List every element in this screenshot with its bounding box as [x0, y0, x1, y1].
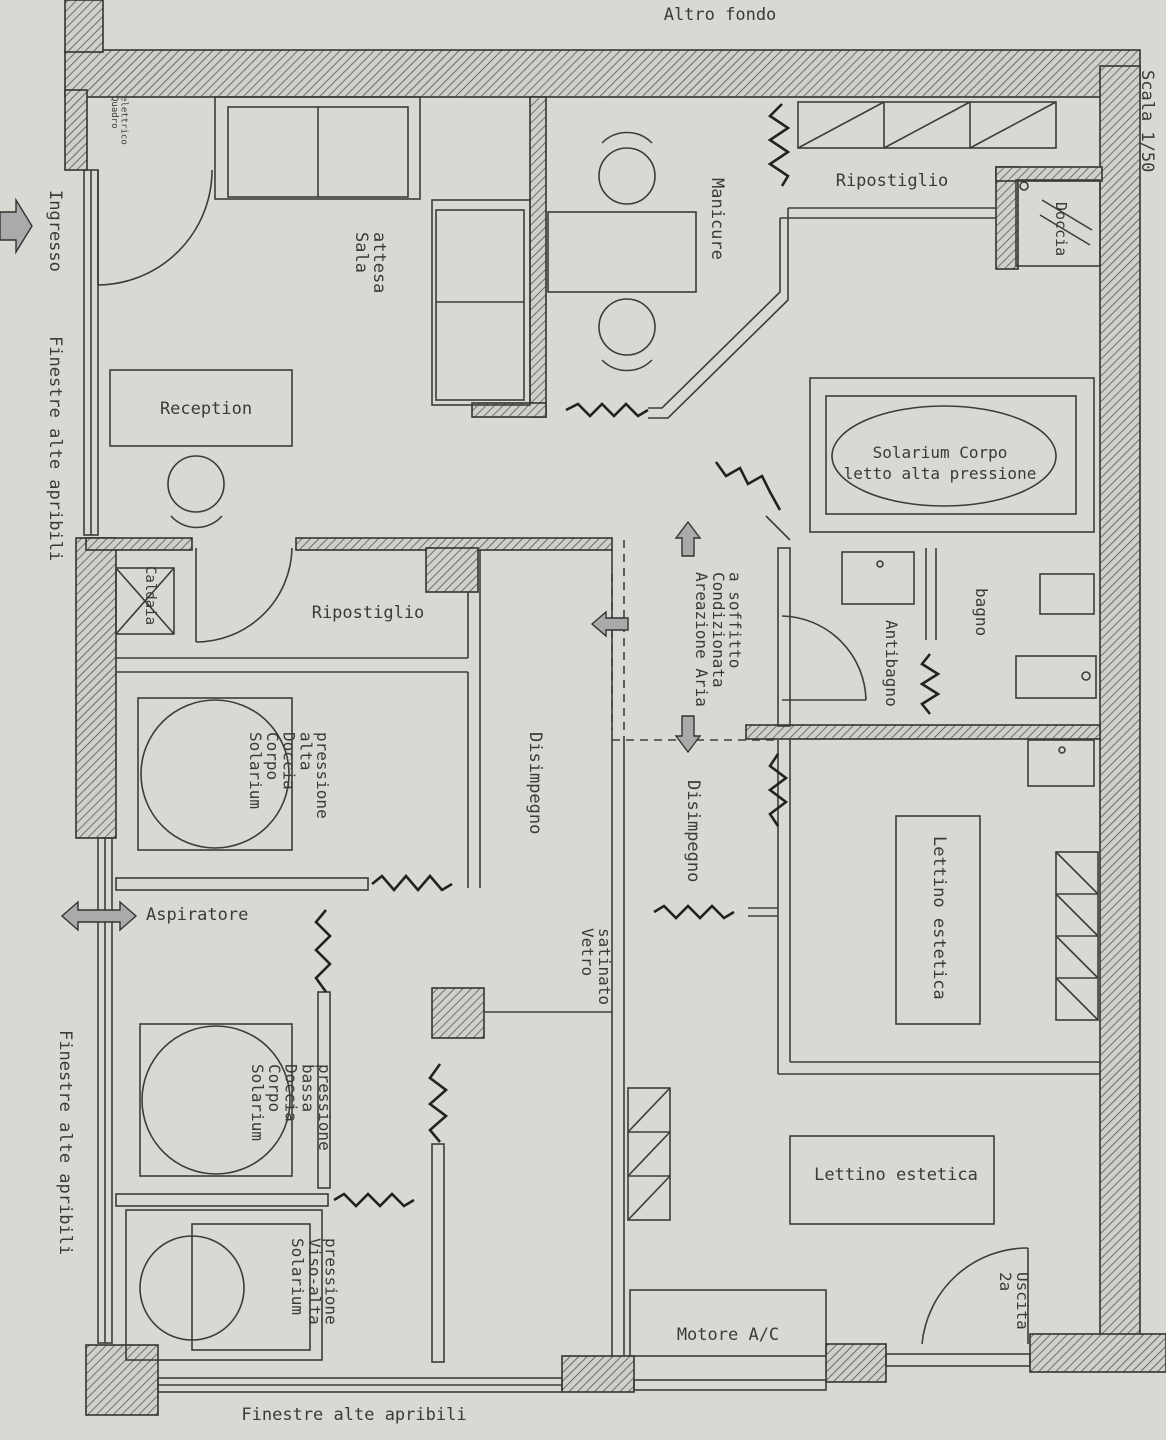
solarium-low-label-line: Solarium — [248, 1064, 267, 1141]
waiting-room-label-line: Sala — [351, 232, 371, 273]
ceiling-ventilation-label-line: Areazione Aria — [692, 572, 711, 707]
second-exit-label: 2aUscita — [996, 1272, 1032, 1330]
exhaust-arrow-icon — [60, 900, 138, 932]
solarium-bed-label-line: Solarium Corpo — [873, 443, 1008, 462]
waiting-room-label-line: attesa — [369, 232, 389, 293]
storage-left-label: Ripostiglio — [312, 603, 425, 623]
windows-left-lower-label: Finestre alte apribili — [55, 1030, 75, 1255]
interior-walls — [97, 96, 1101, 1363]
solarium-high-label-line: Corpo — [263, 732, 282, 780]
antibathroom-label: Antibagno — [882, 620, 901, 707]
ac-motor-label: Motore A/C — [677, 1325, 779, 1345]
corridor-right-label: Disimpegno — [683, 780, 703, 882]
entrance-label: Ingresso — [45, 190, 65, 272]
frosted-glass-label: Vetrosatinato — [578, 928, 614, 1005]
electrical-panel-label-line: elettrico — [118, 96, 128, 145]
frosted-glass-label-line: Vetro — [578, 928, 597, 976]
second-exit-label-line: Uscita — [1013, 1272, 1032, 1330]
second-exit-label-line: 2a — [996, 1272, 1015, 1291]
arrow-icons — [0, 197, 702, 932]
solarium-face-label-line: Viso-alta — [305, 1238, 324, 1325]
entrance-arrow-icon — [0, 197, 33, 255]
windows-left-upper-label: Finestre alte apribili — [45, 336, 65, 561]
solarium-low-label: SolariumCorpoDocciabassapressione — [248, 1064, 334, 1151]
solarium-low-label-line: Doccia — [282, 1064, 301, 1122]
manicure-label: Manicure — [707, 178, 727, 260]
reception-label: Reception — [160, 399, 252, 419]
solarium-face-label-line: Solarium — [288, 1238, 307, 1315]
ceiling-ventilation-label-line: a soffitto — [726, 572, 745, 668]
shower-label: Doccia — [1052, 202, 1070, 256]
outer-walls — [64, 0, 1166, 1416]
scale-label: Scala 1/50 — [1137, 70, 1157, 172]
air-up-arrow-icon — [674, 520, 702, 557]
windows-bottom-label: Finestre alte apribili — [241, 1405, 466, 1425]
air-left-arrow-icon — [590, 610, 629, 638]
solarium-high-label-line: Solarium — [246, 732, 265, 809]
solarium-high-label-line: alta — [296, 732, 315, 771]
storage-top-label: Ripostiglio — [836, 171, 949, 191]
exhaust-fan-label: Aspiratore — [146, 905, 248, 925]
ceiling-ventilation-label: Areazione AriaCondizionataa soffitto — [692, 572, 745, 707]
frosted-glass-label-line: satinato — [595, 928, 614, 1005]
boiler-label: Caldaia — [142, 566, 158, 625]
windows — [83, 169, 1031, 1393]
solarium-high-label-line: Doccia — [280, 732, 299, 790]
top-label: Altro fondo — [664, 5, 777, 25]
solarium-high-label: SolariumCorpoDocciaaltapressione — [246, 732, 332, 819]
beauty-bed-2-label: Lettino estetica — [814, 1165, 978, 1185]
solarium-low-label-line: Corpo — [265, 1064, 284, 1112]
labels: Altro fondo Scala 1/50 Ingresso Quadroel… — [45, 5, 1157, 1425]
bathroom-label: bagno — [972, 588, 991, 636]
solarium-bed-label-line: letto alta pressione — [844, 464, 1037, 483]
electrical-panel-label: Quadroelettrico — [109, 96, 128, 145]
solarium-face-label-line: pressione — [322, 1238, 341, 1325]
solarium-low-label-line: bassa — [298, 1064, 317, 1112]
corridor-left-label: Disimpegno — [525, 732, 545, 834]
electrical-panel-label-line: Quadro — [109, 96, 119, 129]
beauty-bed-1-label: Lettino estetica — [929, 836, 949, 1000]
solarium-bed-label: Solarium Corpo letto alta pressione — [844, 443, 1037, 483]
solarium-high-label-line: pressione — [313, 732, 332, 819]
sliding-door-symbols — [314, 103, 941, 1208]
ceiling-ventilation-label-line: Condizionata — [709, 572, 728, 688]
solarium-low-label-line: pressione — [315, 1064, 334, 1151]
waiting-room-label: Salaattesa — [351, 232, 389, 293]
air-down-arrow-icon — [674, 715, 702, 754]
solarium-face-label: SolariumViso-altapressione — [288, 1238, 341, 1325]
